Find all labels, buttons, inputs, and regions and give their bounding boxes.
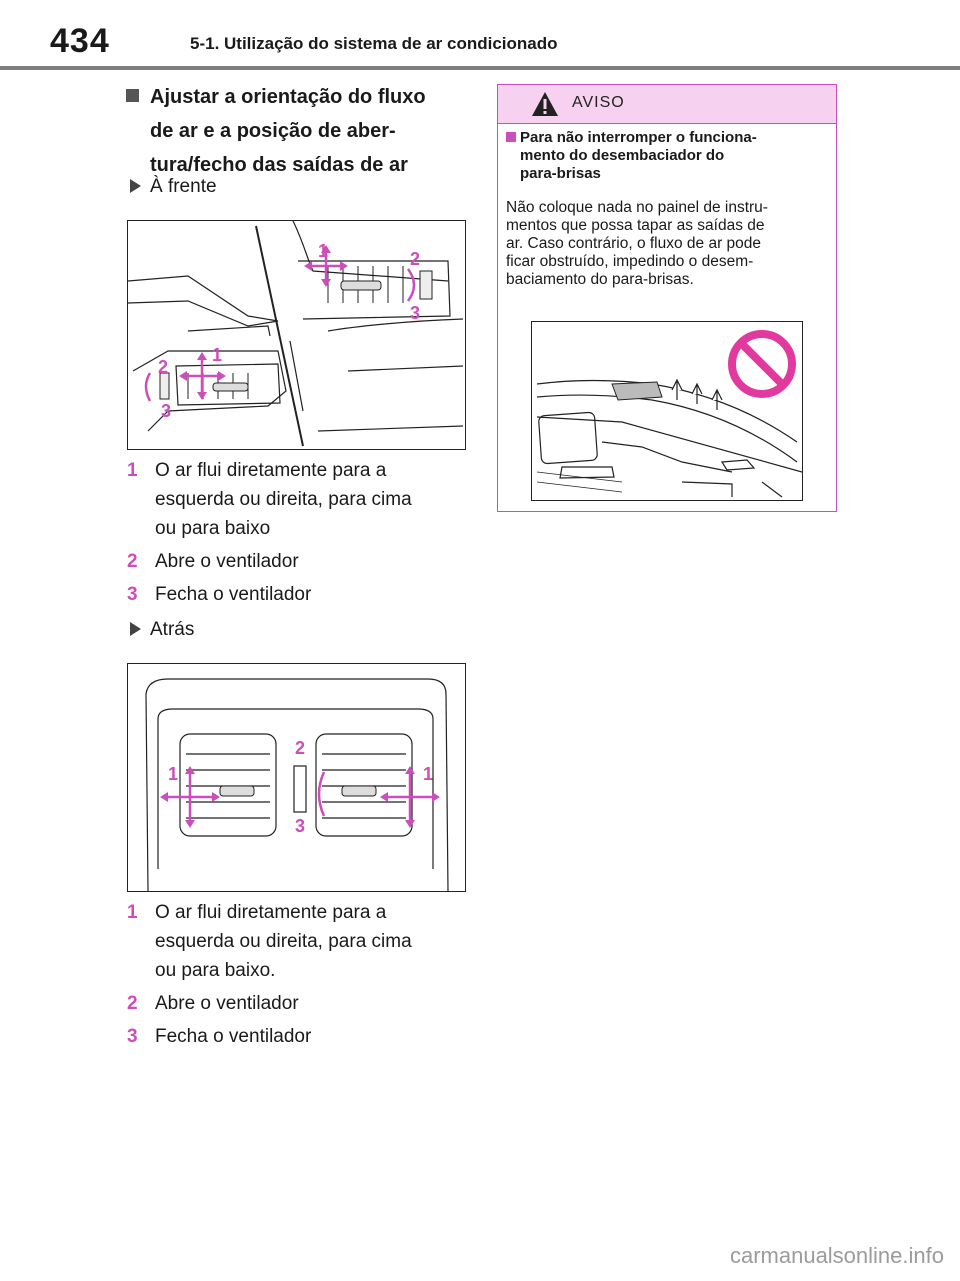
rear-steps-list: 1 O ar flui diretamente para a esquerda … xyxy=(127,898,467,1055)
step-item: 3 Fecha o ventilador xyxy=(127,580,467,609)
step-item: 1 O ar flui diretamente para a esquerda … xyxy=(127,456,467,543)
callout-3: 3 xyxy=(161,401,171,421)
dashboard-drawing xyxy=(536,330,803,498)
warning-subtitle-line: Para não interromper o funciona- xyxy=(520,129,757,146)
warning-subtitle-line: mento do desembaciador do xyxy=(520,147,725,164)
callout-1: 1 xyxy=(212,345,222,365)
warning-subtitle-line: para-brisas xyxy=(520,165,601,182)
step-text-line: Abre o ventilador xyxy=(155,993,299,1014)
rear-vents-illustration: 1 1 2 3 xyxy=(127,663,466,892)
page-number: 434 xyxy=(50,22,110,60)
front-vents-drawing: 1 2 3 1 2 3 xyxy=(127,220,464,447)
step-item: 2 Abre o ventilador xyxy=(127,547,467,576)
step-number: 2 xyxy=(127,993,138,1014)
callout-2: 2 xyxy=(410,249,420,269)
section-bullet-icon xyxy=(126,89,139,102)
step-number: 3 xyxy=(127,1026,138,1047)
step-number: 1 xyxy=(127,460,138,481)
triangle-bullet-icon xyxy=(130,179,141,193)
front-steps-list: 1 O ar flui diretamente para a esquerda … xyxy=(127,456,467,613)
section-title-line: tura/fecho das saídas de ar xyxy=(150,154,408,176)
dashboard-illustration xyxy=(531,321,803,501)
step-text-line: esquerda ou direita, para cima xyxy=(155,489,412,510)
prohibition-icon xyxy=(728,330,796,398)
callout-1: 1 xyxy=(168,764,178,784)
step-number: 3 xyxy=(127,584,138,605)
warning-body-line: baciamento do para-brisas. xyxy=(506,271,694,288)
callout-2: 2 xyxy=(158,357,168,377)
step-text-line: Abre o ventilador xyxy=(155,551,299,572)
callout-1: 1 xyxy=(318,241,328,261)
warning-subtitle: Para não interromper o funciona- mento d… xyxy=(506,129,825,183)
footer-watermark: carmanualsonline.info xyxy=(729,1243,944,1268)
warning-body-line: ar. Caso contrário, o fluxo de ar pode xyxy=(506,235,762,252)
step-item: 3 Fecha o ventilador xyxy=(127,1022,467,1051)
warning-box: AVISO Para não interromper o funciona- m… xyxy=(497,84,837,512)
warning-label: AVISO xyxy=(572,94,625,111)
section-title-line: de ar e a posição de aber- xyxy=(150,120,396,142)
warning-body: Não coloque nada no painel de instru- me… xyxy=(506,199,828,289)
rear-label: Atrás xyxy=(150,619,195,640)
triangle-bullet-icon xyxy=(130,622,141,636)
step-item: 2 Abre o ventilador xyxy=(127,989,467,1018)
warning-body-line: Não coloque nada no painel de instru- xyxy=(506,199,768,216)
step-text-line: ou para baixo xyxy=(155,518,271,539)
warning-triangle-icon xyxy=(532,92,558,116)
step-text-line: Fecha o ventilador xyxy=(155,1026,312,1047)
step-number: 1 xyxy=(127,902,138,923)
callout-1: 1 xyxy=(423,764,433,784)
callout-3: 3 xyxy=(295,816,305,836)
rear-vents-drawing: 1 1 2 3 xyxy=(145,678,449,892)
warning-header: AVISO xyxy=(498,85,836,124)
step-text-line: O ar flui diretamente para a xyxy=(155,902,387,923)
callout-3: 3 xyxy=(410,303,420,323)
section-title-line: Ajustar a orientação do fluxo xyxy=(150,86,426,108)
chapter-title: 5-1. Utilização do sistema de ar condici… xyxy=(190,34,558,53)
callout-2: 2 xyxy=(295,738,305,758)
step-text-line: esquerda ou direita, para cima xyxy=(155,931,412,952)
header-divider xyxy=(0,66,960,70)
front-subheading: À frente xyxy=(130,176,217,198)
section-title: Ajustar a orientação do fluxo de ar e a … xyxy=(126,80,460,182)
front-label: À frente xyxy=(150,176,217,197)
rear-subheading: Atrás xyxy=(130,619,195,641)
step-text-line: ou para baixo. xyxy=(155,960,276,981)
step-item: 1 O ar flui diretamente para a esquerda … xyxy=(127,898,467,985)
step-text-line: Fecha o ventilador xyxy=(155,584,312,605)
warning-bullet-icon xyxy=(506,132,516,142)
warning-body-line: ficar obstruído, impedindo o desem- xyxy=(506,253,754,270)
step-text-line: O ar flui diretamente para a xyxy=(155,460,387,481)
warning-body-line: mentos que possa tapar as saídas de xyxy=(506,217,765,234)
front-vents-illustration: 1 2 3 1 2 3 xyxy=(127,220,466,450)
step-number: 2 xyxy=(127,551,138,572)
